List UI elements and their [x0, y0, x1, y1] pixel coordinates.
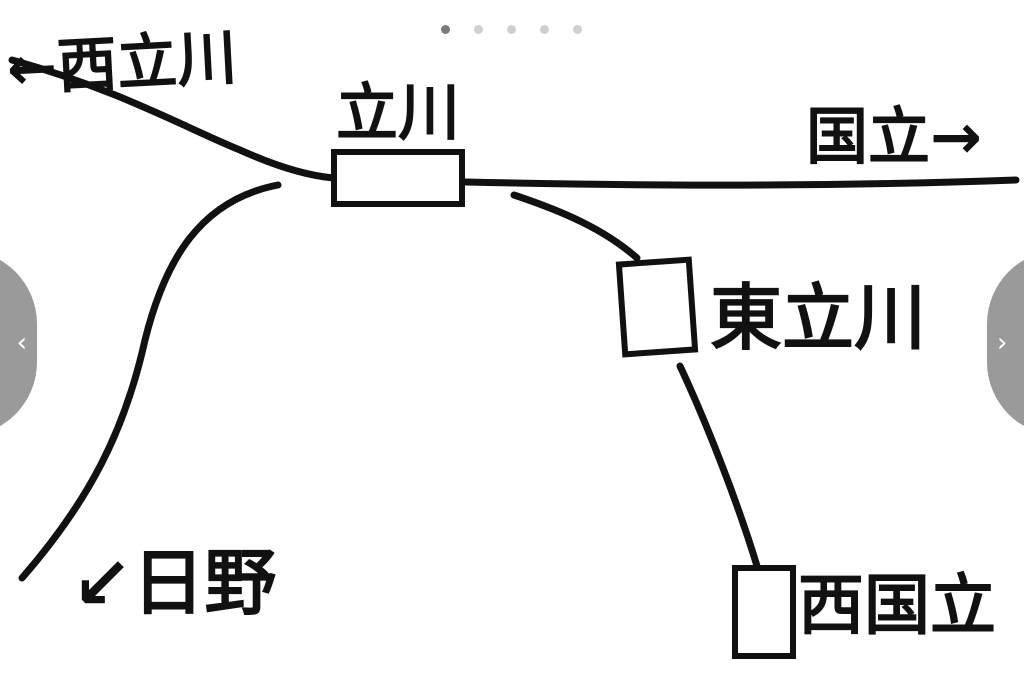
station-box-higashi-tachikawa	[615, 256, 699, 358]
line-to-higashi-tachikawa	[510, 191, 641, 262]
carousel-dot[interactable]	[474, 25, 483, 34]
station-label-nishi-kunitachi: 西国立	[798, 567, 996, 644]
chevron-right-icon: ›	[997, 328, 1008, 358]
carousel-dot[interactable]	[441, 25, 450, 34]
line-to-hino	[18, 181, 282, 582]
line-to-kunitachi	[462, 176, 1020, 189]
direction-label-nishi-tachikawa: ←西立川	[5, 23, 239, 105]
line-to-nishi-kunitachi	[676, 362, 761, 570]
direction-label-kunitachi: 国立→	[806, 100, 982, 173]
carousel-dot[interactable]	[540, 25, 549, 34]
station-label-higashi-tachikawa: 東立川	[710, 276, 926, 360]
chevron-left-icon: ‹	[16, 328, 27, 358]
station-label-tachikawa: 立川	[336, 76, 460, 149]
carousel-pagination	[441, 25, 582, 34]
line-to-nishi-tachikawa	[8, 56, 338, 182]
station-box-tachikawa	[331, 149, 465, 207]
direction-label-hino: ↙日野	[72, 541, 276, 625]
station-box-nishi-kunitachi	[732, 565, 796, 659]
carousel-dot[interactable]	[507, 25, 516, 34]
carousel-dot[interactable]	[573, 25, 582, 34]
